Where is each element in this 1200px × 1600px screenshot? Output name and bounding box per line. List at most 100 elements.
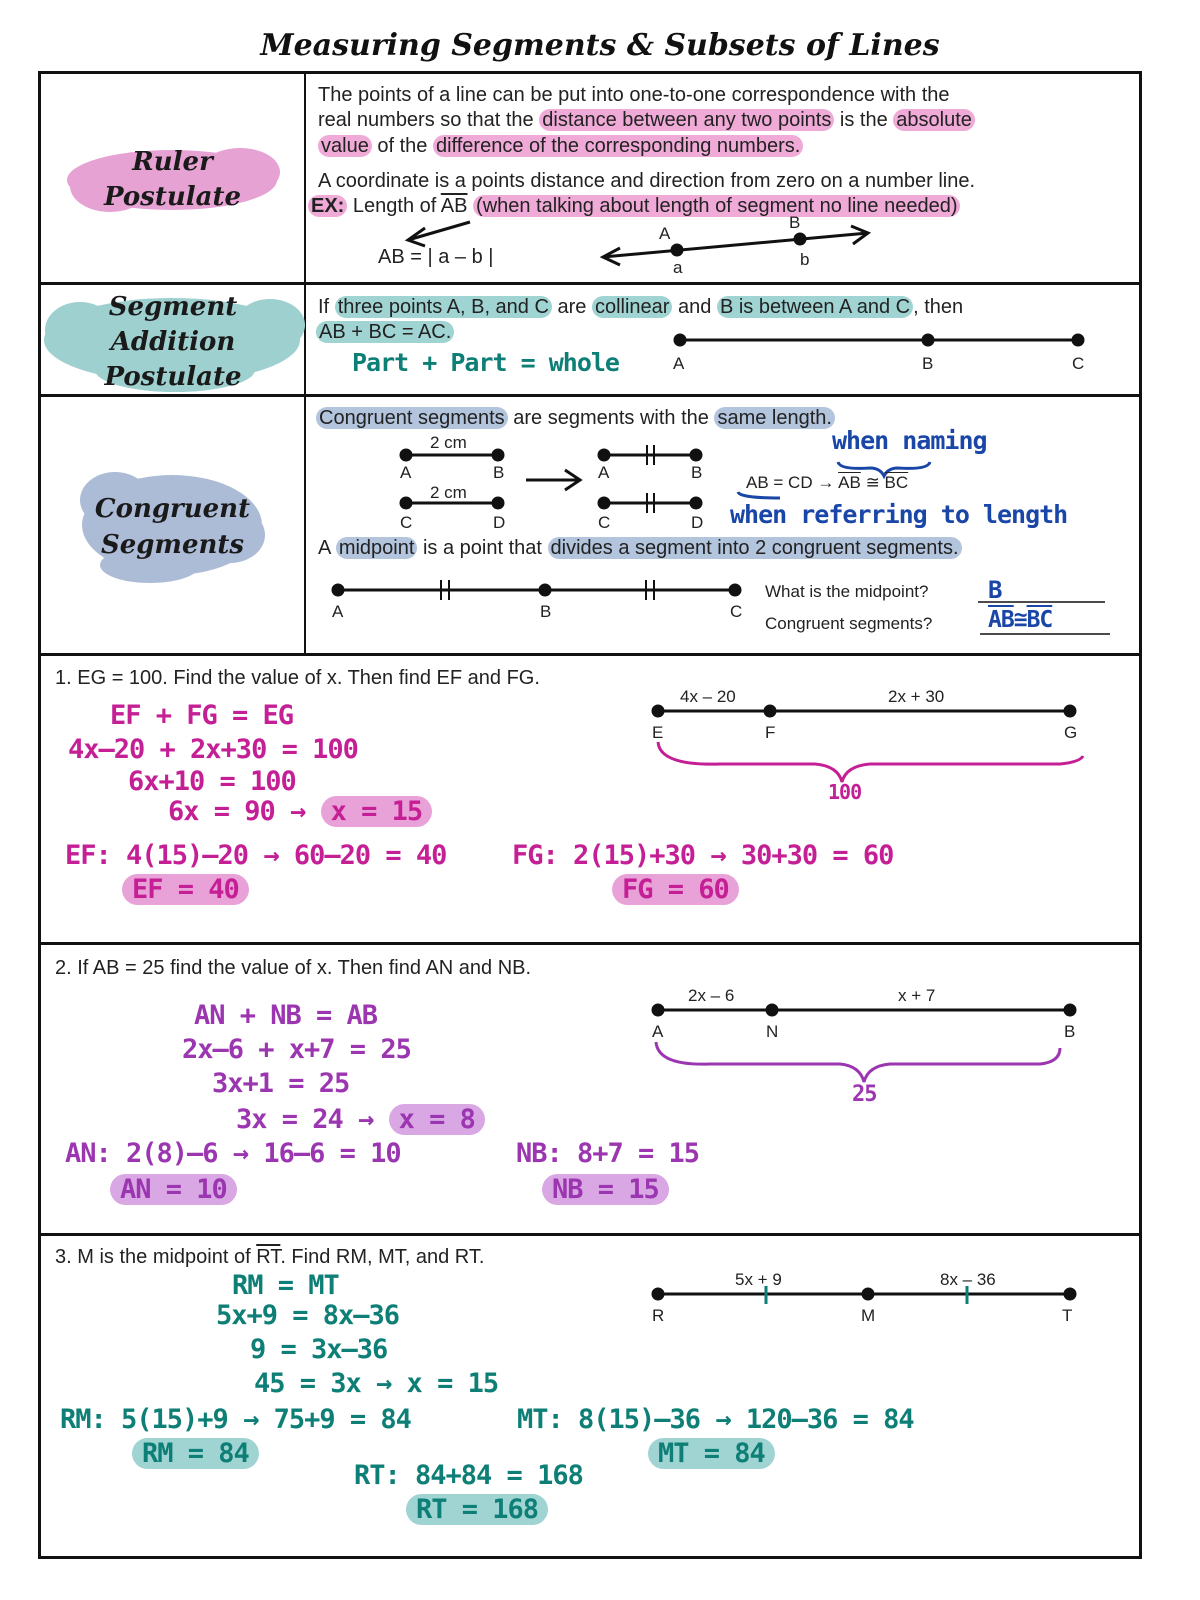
when-naming-note: when naming [832,426,988,455]
highlight-midpoint: midpoint [335,537,418,559]
ruler-line-2: real numbers so that the distance betwee… [318,109,975,132]
congruent-mid: are segments with the [513,407,709,429]
midpoint-question: What is the midpoint? [765,582,929,601]
p2-nb-answer: NB = 15 [542,1174,669,1205]
ruler-number-line [599,224,872,267]
example-text: Length of [352,195,437,217]
row-divider-4 [38,942,1139,945]
congruent-length-1: 2 cm [430,433,467,452]
referring-length-note: when referring to length [730,500,1068,529]
p2-total: 25 [852,1082,877,1107]
ruler-arrow-to-formula [404,220,471,248]
ruler-point-b [793,232,807,246]
midpoint-answer: B [988,576,1002,604]
congruent-segments-diagram [399,445,703,513]
p3-seg-rm: 5x + 9 [735,1270,782,1289]
problem2-prompt: 2. If AB = 25 find the value of x. Then … [55,957,532,979]
row-divider-1 [38,282,1139,285]
row-divider-5 [38,1233,1139,1236]
sap-are: are [557,296,587,318]
p3-rm-work: RM: 5(15)+9 → 75+9 = 84 [60,1404,412,1435]
p1-ef-answer: EF = 40 [122,874,249,905]
p3-mt-work: MT: 8(15)–36 → 120–36 = 84 [517,1404,915,1435]
p2-seg-nb: x + 7 [898,986,936,1005]
p3-label-t: T [1062,1306,1073,1325]
p1-ef-answer-wrap: EF = 40 [122,874,249,905]
p1-seg-fg: 2x + 30 [888,687,945,706]
p2-nb-answer-wrap: NB = 15 [542,1174,669,1205]
p1-ef-work: EF: 4(15)–20 → 60–20 = 40 [65,840,447,871]
p2-work-4: 3x = 24 → x = 8 [236,1104,485,1135]
congruent-length-2: 2 cm [430,483,467,502]
ruler-heading-blob [67,148,280,212]
p2-nb-work: NB: 8+7 = 15 [516,1138,700,1169]
ruler-heading: Ruler Postulate [103,146,242,212]
p1-fg-answer-wrap: FG = 60 [612,874,739,905]
column-divider [304,71,306,656]
congruent-line-1: Congruent segments are segments with the… [316,407,835,430]
problem3-prompt: 3. M is the midpoint of RT. Find RM, MT,… [55,1246,484,1269]
p1-work-4-text: 6x = 90 → [168,796,306,827]
highlight-divides: divides a segment into 2 congruent segme… [547,537,962,559]
p1-fg-work: FG: 2(15)+30 → 30+30 = 60 [512,840,894,871]
p3-prompt-seg: RT [256,1246,281,1268]
p1-x-answer: x = 15 [320,796,433,827]
congruent-question: Congruent segments? [765,614,933,633]
p2-work-4-text: 3x = 24 → [236,1104,374,1135]
p2-an-answer: AN = 10 [110,1174,237,1205]
sap-label-a: A [673,354,685,373]
p3-rm-answer: RM = 84 [132,1438,259,1469]
problem3-tick-marks [764,1286,969,1304]
highlight-distance: distance between any two points [539,109,835,131]
p3-rm-answer-wrap: RM = 84 [132,1438,259,1469]
problem1-prompt: 1. EG = 100. Find the value of x. Then f… [55,667,540,689]
p1-label-g: G [1064,723,1078,742]
ruler-line-1: The points of a line can be put into one… [318,84,950,106]
segment-addition-line [673,333,1085,347]
highlight-three-points: three points A, B, and C [334,296,552,318]
ruler-coord-b: b [800,250,810,269]
ruler-line-2-text: real numbers so that the [318,109,534,131]
p2-x-answer: x = 8 [388,1104,485,1135]
answer-seg1: AB [988,607,1015,633]
ruler-formula: AB = | a – b | [378,246,494,268]
p3-label-r: R [652,1306,665,1325]
sap-if: If [318,296,330,318]
highlight-between: B is between A and C [716,296,914,318]
p3-rt-answer-wrap: RT = 168 [406,1494,549,1525]
cs-label-a2: A [598,463,610,482]
highlight-absolute: absolute [893,109,975,131]
ruler-line-2-mid: is the [839,109,888,131]
p3-mt-answer-wrap: MT = 84 [648,1438,775,1469]
row-divider-3 [38,653,1139,656]
highlight-same-length: same length. [714,407,835,429]
highlight-difference: difference of the corresponding numbers. [432,135,804,157]
cs-label-a1: A [400,463,412,482]
mp-label-b: B [540,602,552,621]
problem2-segment [651,1003,1077,1017]
sap-then: , then [913,296,964,318]
highlight-collinear: collinear [591,296,673,318]
congruent-heading: Congruent Segments [94,494,251,560]
highlight-congruent-segments: Congruent segments [316,407,508,429]
cs-label-c1: C [400,513,413,532]
midpoint-mid: is a point that [422,537,542,559]
relation-seg2: BC [884,473,909,492]
highlight-value: value [318,135,372,157]
p1-work-1: EF + FG = EG [110,700,294,731]
p2-work-2: 2x–6 + x+7 = 25 [182,1034,412,1065]
cs-label-d2: D [691,513,704,532]
p2-seg-an: 2x – 6 [688,986,735,1005]
segment-addition-line-2: AB + BC = AC. [316,321,455,344]
p3-seg-mt: 8x – 36 [940,1270,996,1289]
mp-label-c: C [730,602,743,621]
problem3-segment [651,1287,1077,1301]
p2-label-a: A [652,1022,664,1041]
p3-work-4: 45 = 3x → x = 15 [254,1368,499,1399]
segment-addition-heading-blob [44,298,305,392]
problem1-brace [656,741,1085,783]
midpoint-answer-lines [978,601,1110,635]
cs-label-b2: B [691,463,703,482]
sap-label-b: B [922,354,934,373]
